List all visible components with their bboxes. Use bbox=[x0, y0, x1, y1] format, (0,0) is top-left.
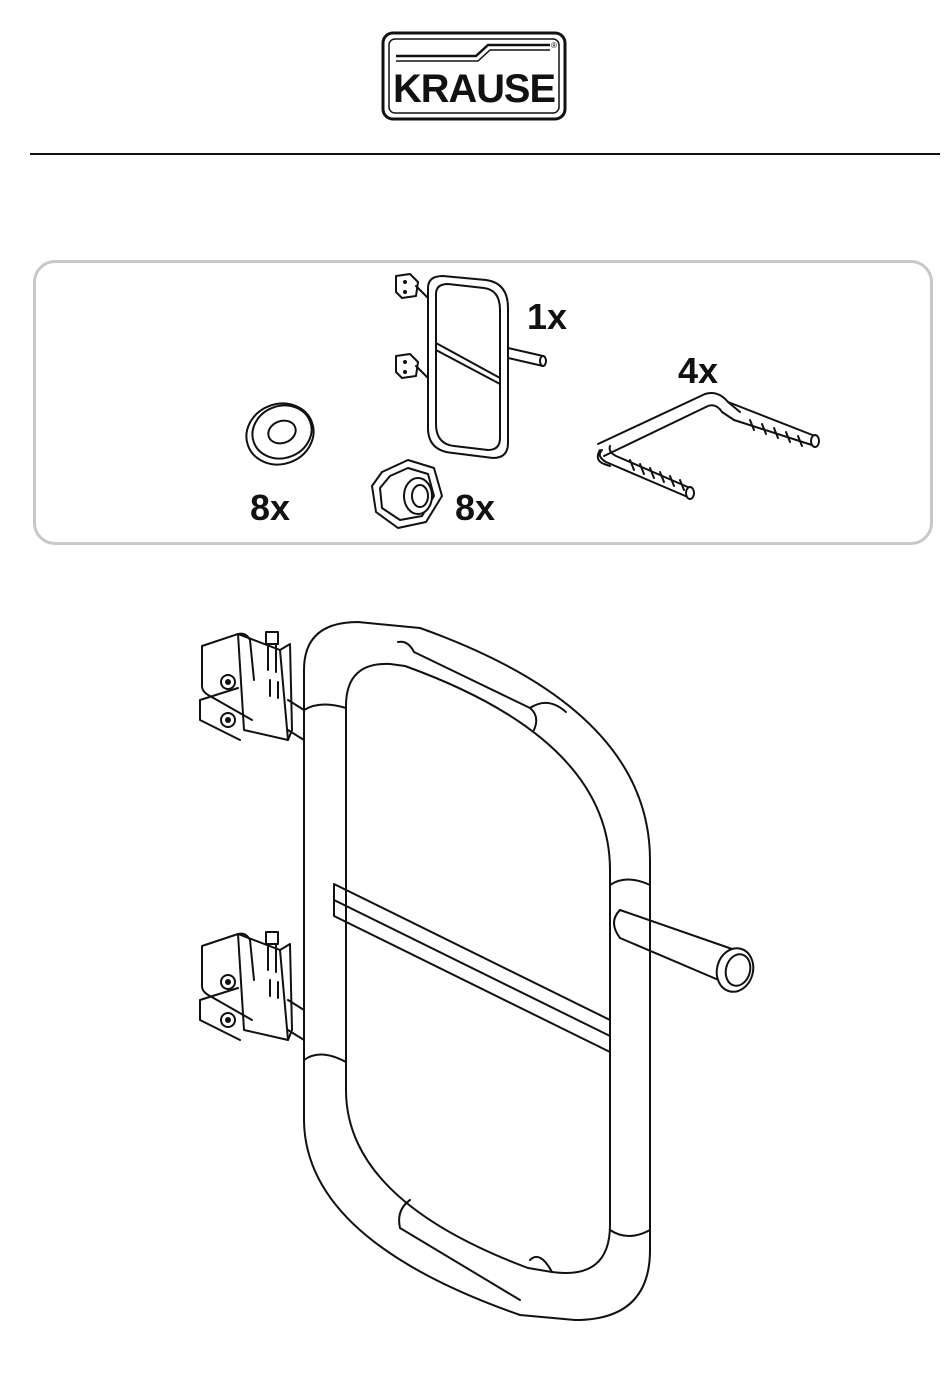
brand-name: KRAUSE bbox=[393, 67, 555, 111]
lock-nut-part-icon bbox=[368, 456, 448, 532]
u-bolt-quantity: 4x bbox=[678, 353, 718, 389]
u-bolt-part-icon bbox=[590, 390, 825, 510]
gate-frame-part-icon bbox=[388, 268, 548, 468]
lock-nut-quantity: 8x bbox=[455, 490, 495, 526]
gate-frame-quantity: 1x bbox=[527, 299, 567, 335]
header-divider bbox=[30, 153, 940, 155]
krause-logo: ® KRAUSE bbox=[380, 30, 568, 122]
registered-mark: ® bbox=[551, 41, 557, 50]
washer-part-icon bbox=[240, 398, 320, 470]
gate-assembly-illustration bbox=[180, 600, 770, 1360]
washer-quantity: 8x bbox=[250, 490, 290, 526]
